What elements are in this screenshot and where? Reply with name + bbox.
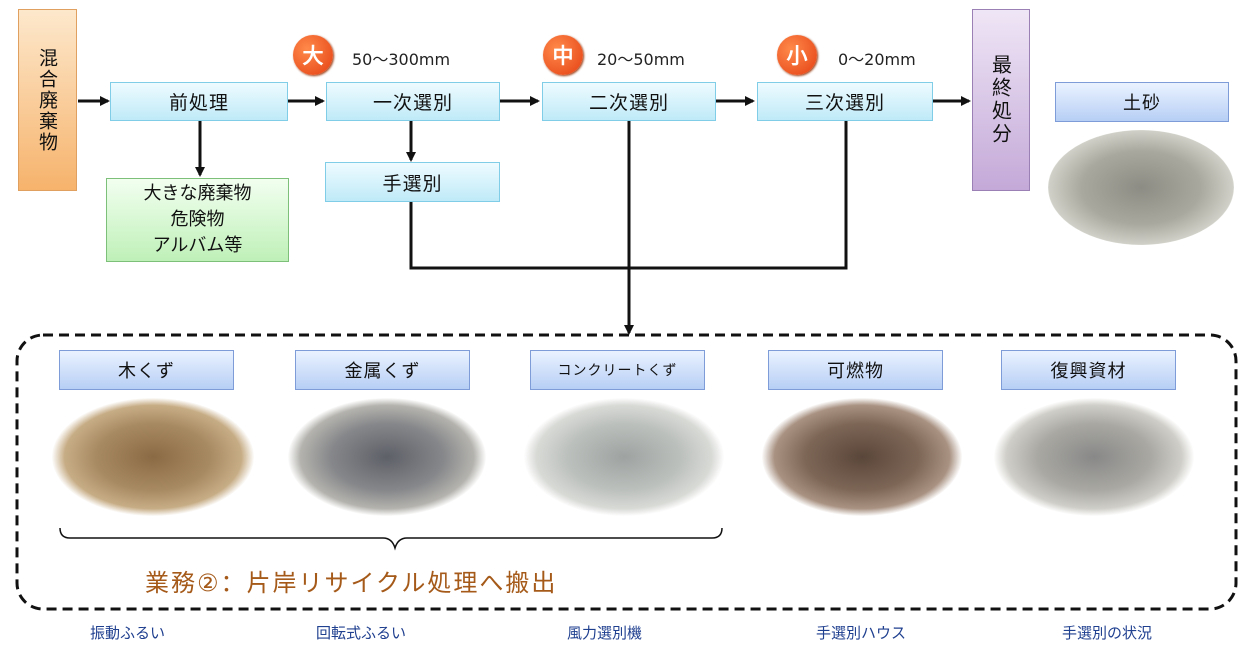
output-label-concrete: コンクリートくず: [530, 350, 705, 390]
caption-wind-separator: 風力選別機: [567, 624, 643, 642]
removed-item: 大きな廃棄物: [143, 183, 252, 204]
size-badge-small: 小: [777, 35, 817, 75]
secondary-sorting-box: 二次選別: [542, 82, 716, 121]
caption-rotary-screen: 回転式ふるい: [316, 624, 407, 642]
output-label-combustible: 可燃物: [768, 350, 943, 390]
output-label-reconstruction: 復興資材: [1001, 350, 1176, 390]
concrete-rubble-photo: [524, 398, 724, 516]
output-group-frame: [15, 333, 1238, 611]
caption-vibrating-screen: 振動ふるい: [90, 624, 166, 642]
removed-items-box: 大きな廃棄物 危険物 アルバム等: [106, 178, 289, 262]
size-badge-large: 大: [293, 35, 333, 75]
combustibles-photo: [762, 398, 962, 516]
size-range-small: 0～20mm: [838, 50, 916, 69]
soil-label: 土砂: [1055, 82, 1229, 122]
caption-hand-sorting-status: 手選別の状況: [1062, 624, 1153, 642]
mixed-waste-box: 混合廃棄物: [18, 9, 77, 191]
soil-photo: [1048, 130, 1234, 245]
removed-item: 危険物: [170, 209, 225, 230]
output-label-wood: 木くず: [59, 350, 234, 390]
hand-sorting-box: 手選別: [325, 162, 500, 202]
primary-sorting-box: 一次選別: [326, 82, 500, 121]
caption-hand-sorting-house: 手選別ハウス: [816, 624, 907, 642]
output-label-metal: 金属くず: [295, 350, 470, 390]
brace: [59, 527, 723, 551]
size-range-large: 50～300mm: [352, 50, 451, 69]
wood-chips-photo: [52, 398, 254, 516]
size-range-medium: 20～50mm: [597, 50, 685, 69]
tertiary-sorting-box: 三次選別: [757, 82, 933, 121]
size-badge-medium: 中: [543, 35, 583, 75]
business-transfer-text: 業務②：片岸リサイクル処理へ搬出: [145, 569, 558, 597]
metal-scrap-photo: [288, 398, 486, 516]
removed-item: アルバム等: [152, 235, 243, 256]
final-disposal-box: 最終処分: [972, 9, 1030, 191]
reconstruction-materials-photo: [994, 398, 1194, 516]
pretreatment-box: 前処理: [110, 82, 288, 121]
